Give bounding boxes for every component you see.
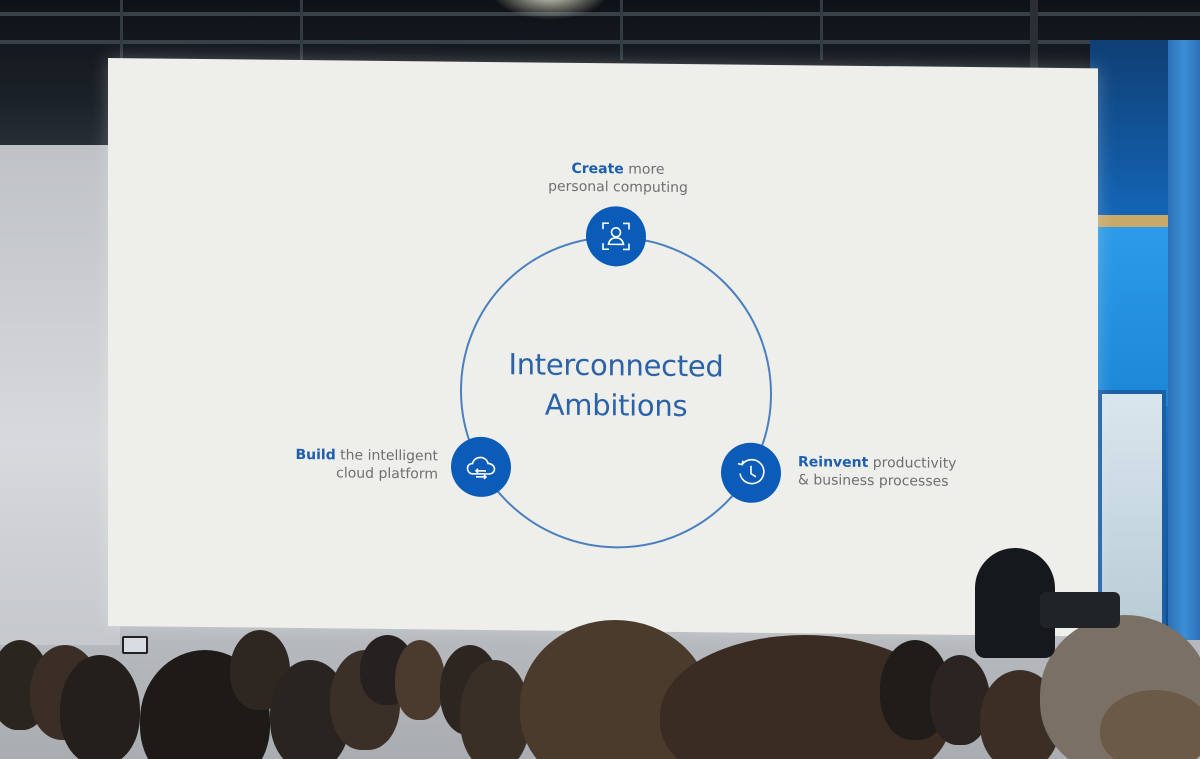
label-reinvent-rest: productivity xyxy=(868,454,957,472)
slide-diagram: Create more personal computing Build the… xyxy=(108,58,1098,636)
label-build-rest: the intelligent xyxy=(335,447,438,465)
label-reinvent-keyword: Reinvent xyxy=(798,454,869,471)
label-create-rest: more xyxy=(623,161,665,178)
center-title: Interconnected Ambitions xyxy=(468,344,764,427)
audience-crowd xyxy=(0,600,1200,759)
projection-screen: Create more personal computing Build the… xyxy=(108,58,1098,637)
right-wall-blue xyxy=(1090,40,1200,640)
phone-screen xyxy=(122,636,148,654)
center-title-line1: Interconnected xyxy=(508,347,724,384)
center-title-line2: Ambitions xyxy=(544,387,688,424)
label-build-line2: cloud platform xyxy=(336,465,438,483)
label-create-line2: personal computing xyxy=(548,178,688,197)
label-reinvent-line2: & business processes xyxy=(798,472,949,490)
ceiling-spotlight xyxy=(490,0,610,20)
label-create: Create more personal computing xyxy=(508,159,728,197)
video-camera xyxy=(1040,592,1120,628)
cloud-sync-icon xyxy=(451,436,511,498)
person-focus-icon xyxy=(586,206,646,267)
label-build: Build the intelligent cloud platform xyxy=(258,446,438,484)
label-create-keyword: Create xyxy=(571,160,624,178)
clock-icon xyxy=(721,442,781,504)
left-wall xyxy=(0,145,120,645)
label-build-keyword: Build xyxy=(295,446,336,464)
label-reinvent: Reinvent productivity & business process… xyxy=(798,453,978,491)
